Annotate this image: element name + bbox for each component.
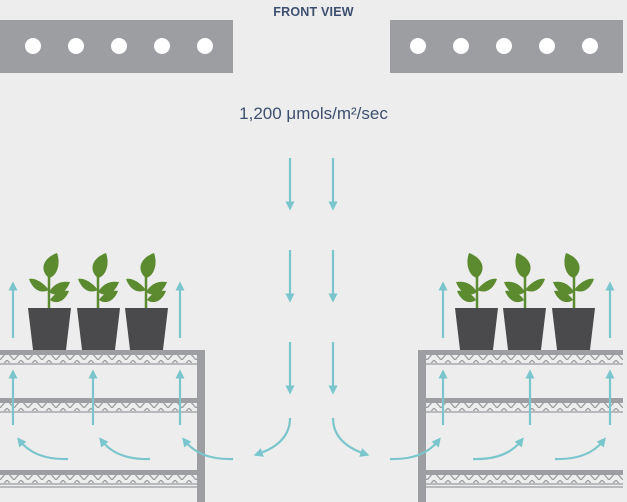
leaf-icon — [29, 278, 49, 292]
pot — [503, 308, 546, 350]
shelf-wire-mesh — [0, 355, 197, 363]
shelf-rail — [0, 486, 197, 488]
potted-plant — [455, 253, 498, 350]
shelf-post — [197, 350, 205, 502]
leaf-icon — [574, 278, 594, 292]
shelf-bar — [418, 350, 623, 355]
lamp-icon — [582, 38, 598, 54]
airflow-curved-arrow — [554, 437, 606, 461]
shelf-wire-mesh — [426, 355, 623, 363]
airflow-curved-arrow — [253, 417, 292, 457]
shelf-rail — [0, 411, 197, 413]
potted-plant — [503, 253, 546, 350]
leaf-icon — [504, 281, 525, 295]
airflow-curved-arrow — [182, 437, 234, 461]
lamp-icon — [410, 38, 426, 54]
lamp-icon — [154, 38, 170, 54]
left-side — [0, 20, 295, 502]
shelf-wire-mesh — [0, 475, 197, 483]
leaf-icon — [49, 281, 70, 295]
leaf-icon — [140, 253, 156, 278]
shelf-rail — [426, 411, 623, 413]
pot — [552, 308, 595, 350]
pot — [77, 308, 120, 350]
shelf-rail — [0, 483, 197, 485]
potted-plant — [77, 253, 120, 350]
potted-plant — [552, 253, 595, 350]
leaf-icon — [554, 290, 573, 303]
shelf-wire-mesh — [426, 475, 623, 483]
airflow-curved-arrow — [389, 437, 441, 461]
shelf-bar — [418, 470, 623, 475]
leaf-icon — [456, 281, 477, 295]
lamp-icon — [539, 38, 555, 54]
pot — [28, 308, 71, 350]
shelf-bar — [0, 470, 205, 475]
shelf-wire-mesh — [426, 403, 623, 411]
shelf-wire-mesh — [0, 403, 197, 411]
airflow-curved-arrow — [17, 437, 69, 461]
shelf-rail — [0, 363, 197, 365]
airflow-curved-arrow — [472, 437, 524, 461]
leaf-icon — [515, 253, 531, 278]
shelf-bar — [0, 350, 205, 355]
leaf-icon — [505, 290, 524, 303]
shelf-rail — [426, 363, 623, 365]
leaf-icon — [147, 290, 166, 303]
leaf-icon — [43, 253, 59, 278]
lamp-icon — [496, 38, 512, 54]
leaf-icon — [78, 278, 98, 292]
lamp-icon — [453, 38, 469, 54]
diagram-title: FRONT VIEW — [273, 5, 354, 19]
shelf-rail — [426, 483, 623, 485]
leaf-icon — [98, 281, 119, 295]
lamp-icon — [197, 38, 213, 54]
shelf-bar — [0, 398, 205, 403]
leaf-icon — [126, 278, 146, 292]
shelf-rail — [426, 486, 623, 488]
airflow-curved-arrow — [331, 417, 370, 457]
leaf-icon — [99, 290, 118, 303]
lamp-icon — [68, 38, 84, 54]
leaf-icon — [457, 290, 476, 303]
leaf-icon — [525, 278, 545, 292]
leaf-icon — [477, 278, 497, 292]
potted-plant — [28, 253, 71, 350]
potted-plant — [125, 253, 168, 350]
leaf-icon — [146, 281, 167, 295]
shelf-post — [418, 350, 426, 502]
pot — [125, 308, 168, 350]
leaf-icon — [50, 290, 69, 303]
leaf-icon — [467, 253, 483, 278]
lamp-icon — [111, 38, 127, 54]
pot — [455, 308, 498, 350]
lamp-icon — [25, 38, 41, 54]
leaf-icon — [92, 253, 108, 278]
leaf-icon — [553, 281, 574, 295]
airflow-curved-arrow — [99, 437, 151, 461]
leaf-icon — [564, 253, 580, 278]
shelf-bar — [418, 398, 623, 403]
right-side — [328, 20, 623, 502]
light-intensity-label: 1,200 μmols/m²/sec — [239, 104, 388, 123]
